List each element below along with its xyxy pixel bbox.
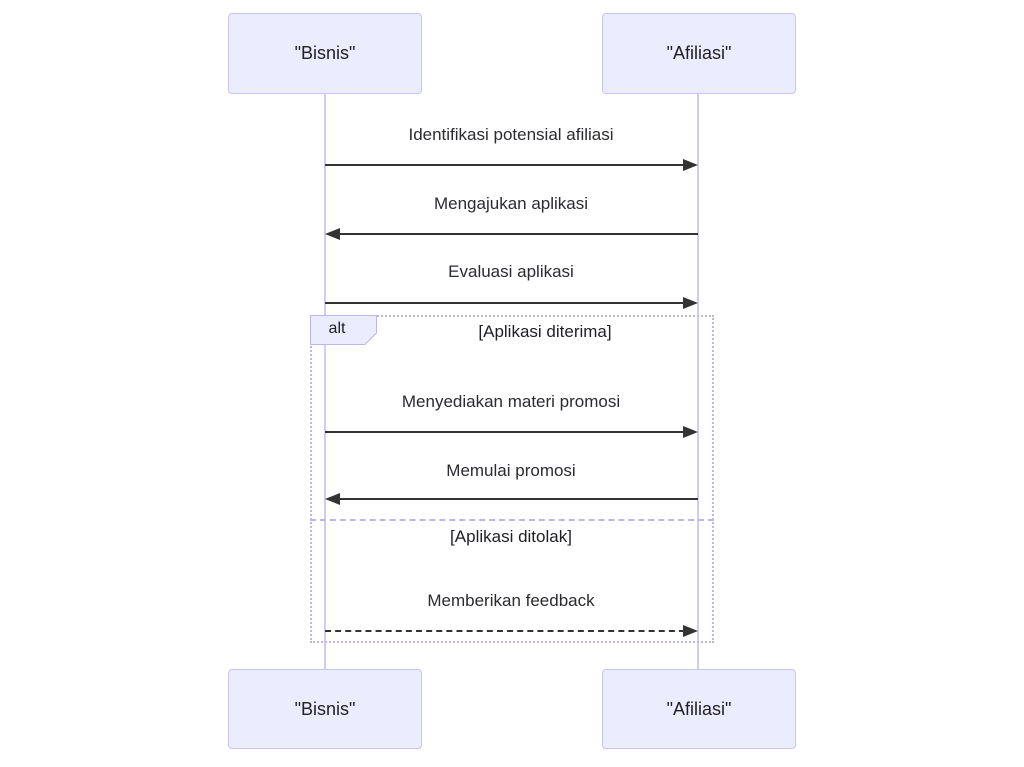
- actor-bisnis-top: "Bisnis": [228, 13, 422, 94]
- arrowhead-icon: [325, 493, 340, 505]
- message-label: Menyediakan materi promosi: [401, 392, 621, 411]
- alt-condition-1: [Aplikasi diterima]: [478, 322, 612, 341]
- arrowhead-icon: [683, 159, 698, 171]
- message-arrow: [325, 431, 685, 433]
- message-label: Memberikan feedback: [427, 591, 595, 610]
- actor-afiliasi-top: "Afiliasi": [602, 13, 796, 94]
- arrowhead-icon: [683, 625, 698, 637]
- actor-afiliasi-bottom: "Afiliasi": [602, 669, 796, 749]
- message-arrow: [325, 302, 685, 304]
- message-arrow: [339, 498, 698, 500]
- actor-bisnis-label: "Bisnis": [294, 43, 356, 63]
- alt-divider: [310, 519, 714, 521]
- actor-afiliasi-label: "Afiliasi": [666, 698, 732, 719]
- actor-afiliasi-label: "Afiliasi": [666, 43, 732, 63]
- lifeline-bisnis: [324, 94, 326, 669]
- message-arrow-dashed: [325, 630, 685, 632]
- alt-frame: [310, 315, 714, 643]
- message-label: Evaluasi aplikasi: [448, 262, 574, 281]
- alt-keyword: alt: [328, 320, 346, 337]
- alt-tab-shape: [310, 315, 377, 345]
- actor-bisnis-label: "Bisnis": [294, 698, 356, 719]
- message-label: Identifikasi potensial afiliasi: [408, 125, 614, 144]
- arrowhead-icon: [325, 228, 340, 240]
- alt-condition-2: [Aplikasi ditolak]: [450, 527, 572, 546]
- arrowhead-icon: [683, 297, 698, 309]
- arrowhead-icon: [683, 426, 698, 438]
- message-label: Memulai promosi: [446, 461, 576, 480]
- lifeline-afiliasi: [697, 94, 699, 669]
- message-arrow: [325, 164, 685, 166]
- actor-bisnis-bottom: "Bisnis": [228, 669, 422, 749]
- message-arrow: [339, 233, 698, 235]
- alt-tab: alt: [310, 315, 377, 345]
- message-label: Mengajukan aplikasi: [433, 194, 589, 213]
